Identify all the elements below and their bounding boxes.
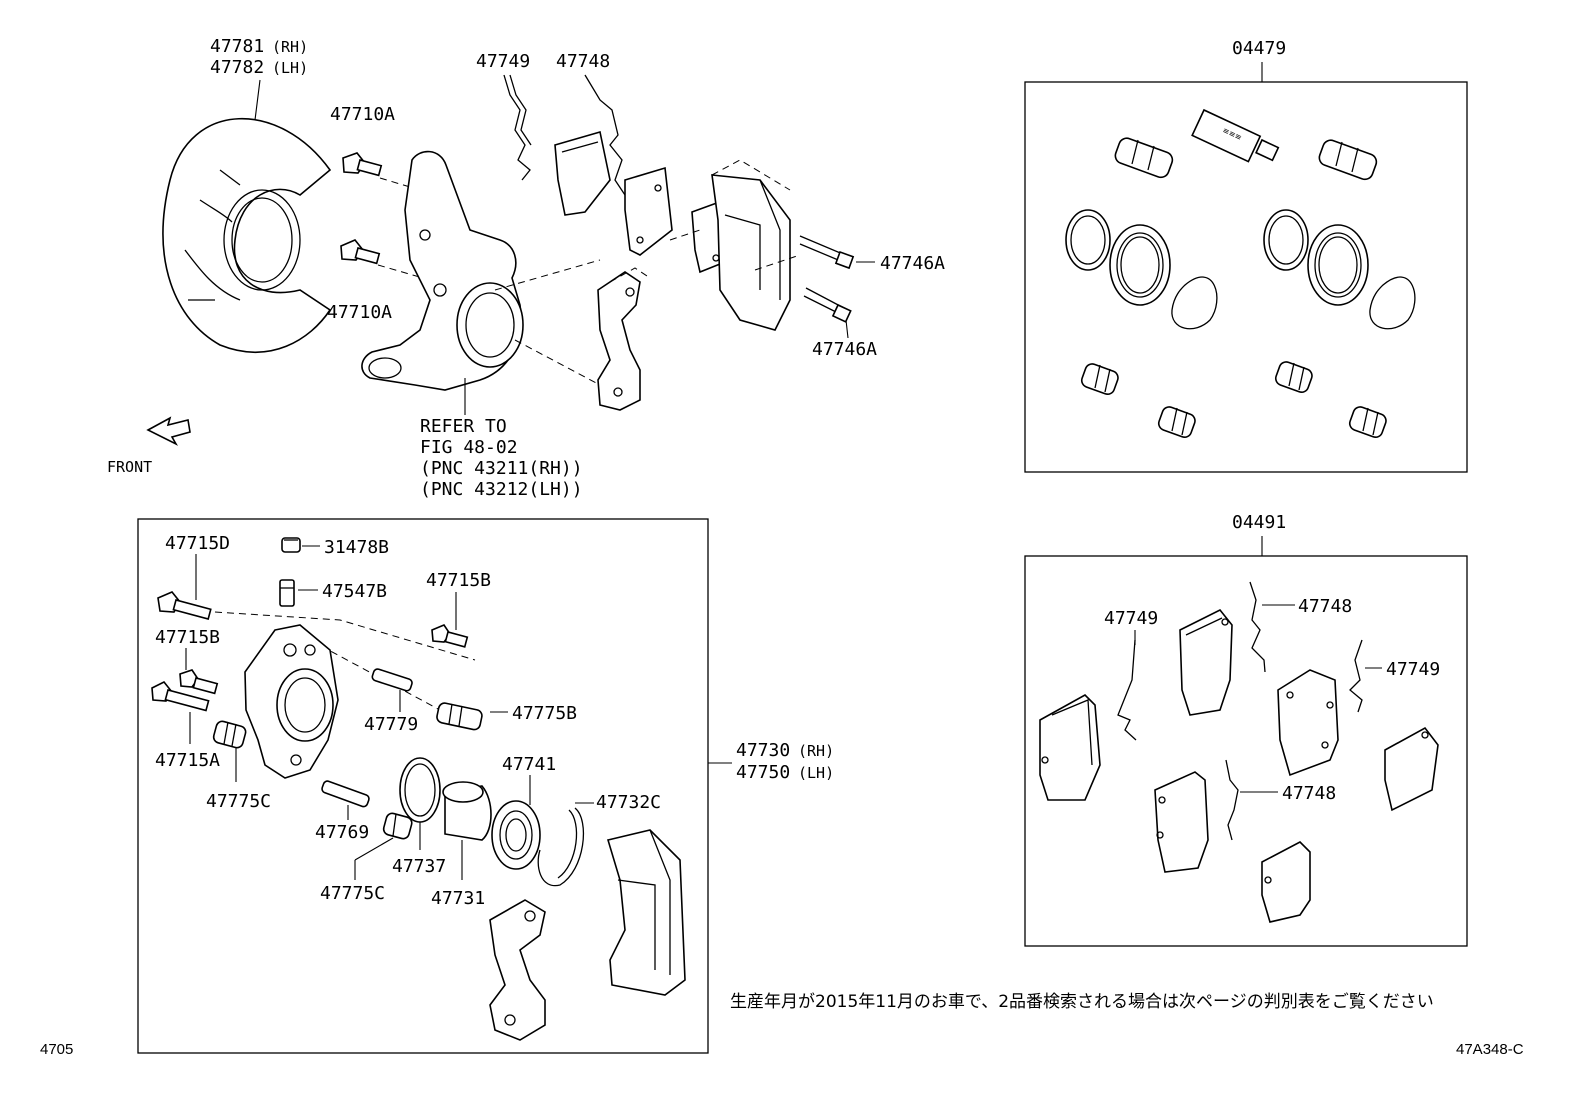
- caliper-bolt-47715B-a: [431, 624, 469, 648]
- bleeder-plug: [279, 579, 295, 607]
- kit-pad-c: [1277, 669, 1339, 777]
- guide-pin-47779: [371, 668, 413, 692]
- pin-bolt-upper-part-number: 47746A: [880, 253, 945, 274]
- caliper-bolt-47715B-b: [179, 669, 219, 695]
- pin-boot-kit-c: [1274, 361, 1313, 394]
- kit-clip-b: [1225, 759, 1239, 841]
- caliper-housing-lower: [606, 829, 686, 996]
- pad-kit-part-number: 04491: [1232, 512, 1286, 533]
- grease-tube: ≡≡≡: [1191, 108, 1280, 163]
- brake-pad-upper-b: [624, 166, 673, 256]
- knuckle-bolt-lower: [340, 239, 381, 265]
- knuckle-ref-line-2: FIG 48-02: [420, 437, 518, 458]
- seal-ring-set-a: [1065, 209, 1218, 330]
- knuckle-ref-line-3: (PNC 43211(RH)): [420, 458, 583, 479]
- seal-kit-box: [1024, 81, 1468, 473]
- caliper-47715D-part-number: 47715D: [165, 533, 230, 554]
- guide-pin-kit-b: [1318, 139, 1378, 181]
- knuckle-bolt-upper: [342, 152, 383, 177]
- disc-brake-dust-shield: [162, 117, 332, 353]
- caliper-assembly-box: [137, 518, 709, 1054]
- pin-boot-kit-b: [1157, 406, 1196, 439]
- pin-boot-kit-d: [1348, 406, 1387, 439]
- figure-code: 47A348-C: [1456, 1041, 1524, 1058]
- seal-kit-contents: ≡≡≡: [1065, 108, 1416, 439]
- anti-squeal-spring-upper: [503, 74, 532, 181]
- caliper-mount-bolt-47715D: [157, 591, 212, 620]
- knuckle-ref-line-1: REFER TO: [420, 416, 507, 437]
- pad-kit-clip-b-part-number: 47748: [1282, 783, 1336, 804]
- caliper-assy-rh-suffix: (RH): [798, 742, 834, 760]
- caliper-47547B-part-number: 47547B: [322, 581, 387, 602]
- caliper-assy-rh-part-number: 47730: [736, 740, 790, 761]
- shield-rh-part-number: 47781: [210, 36, 264, 57]
- pad-kit-box: [1024, 555, 1468, 947]
- seal-kit-part-number: 04479: [1232, 38, 1286, 59]
- piston-seal-ring-47732C: [537, 807, 585, 887]
- caliper-47775B-part-number: 47775B: [512, 703, 577, 724]
- kit-pad-f: [1261, 841, 1311, 923]
- pad-kit-contents: 47749 47748 47749 47748: [1039, 581, 1440, 923]
- caliper-47731-part-number: 47731: [431, 888, 485, 909]
- boot-47775C-a: [212, 720, 247, 749]
- caliper-cylinder-body: [244, 624, 339, 779]
- pad-clip-upper: [584, 74, 626, 196]
- shield-lh-part-number: 47782: [210, 57, 264, 78]
- pad-kit-clip-a-part-number: 47748: [1298, 596, 1352, 617]
- pin-bolt-lower-part-number: 47746A: [812, 339, 877, 360]
- pin-boot-kit-a: [1080, 363, 1119, 396]
- caliper-47775C-b-part-number: 47775C: [320, 883, 385, 904]
- brake-pad-upper-a: [554, 130, 611, 216]
- steering-knuckle: [361, 150, 524, 391]
- piston-seal-boot-47741: [491, 800, 541, 870]
- guide-pin-47769: [321, 780, 370, 808]
- guide-pin-kit-a: [1114, 137, 1174, 179]
- kit-spring-b: [1349, 639, 1363, 713]
- model-year-note: 生産年月が2015年11月のお車で、2品番検索される場合は次ページの判別表をご覧…: [730, 992, 1434, 1012]
- knuckle-ref-line-4: (PNC 43212(LH)): [420, 479, 583, 500]
- caliper-47741-part-number: 47741: [502, 754, 556, 775]
- seal-ring-set-b: [1263, 209, 1416, 330]
- kit-clip-a: [1249, 581, 1266, 673]
- caliper-body-upper: [711, 159, 791, 331]
- kit-spring-a: [1117, 639, 1137, 741]
- bleeder-cap: [281, 537, 301, 553]
- spring-upper-part-number: 47749: [476, 51, 530, 72]
- piston-seal-47737: [399, 757, 441, 823]
- pad-kit-spring-b-part-number: 47749: [1386, 659, 1440, 680]
- caliper-47715A-part-number: 47715A: [155, 750, 220, 771]
- caliper-assy-lh-suffix: (LH): [798, 764, 834, 782]
- caliper-47715B-b-part-number: 47715B: [155, 627, 220, 648]
- kit-pad-d: [1384, 726, 1439, 812]
- caliper-31478B-part-number: 31478B: [324, 537, 389, 558]
- page-code: 4705: [40, 1041, 73, 1058]
- kit-pad-b: [1179, 608, 1233, 716]
- caliper-assy-lh-part-number: 47750: [736, 762, 790, 783]
- kit-pad-a: [1039, 694, 1101, 801]
- boot-47775C-b: [382, 812, 413, 840]
- caliper-mounting-bracket-lower: [489, 899, 546, 1041]
- caliper-47769-part-number: 47769: [315, 822, 369, 843]
- bolt-upper-part-number: 47710A: [330, 104, 395, 125]
- shield-lh-suffix: (LH): [272, 59, 308, 77]
- front-direction-arrow-icon: [146, 416, 191, 446]
- guide-pin-bolt-lower: [803, 287, 852, 323]
- front-label: FRONT: [107, 458, 152, 476]
- pad-kit-spring-a-part-number: 47749: [1104, 608, 1158, 629]
- caliper-47732C-part-number: 47732C: [596, 792, 661, 813]
- kit-pad-e: [1154, 771, 1209, 873]
- shield-rh-suffix: (RH): [272, 38, 308, 56]
- caliper-47779-part-number: 47779: [364, 714, 418, 735]
- caliper-47775C-a-part-number: 47775C: [206, 791, 271, 812]
- bolt-lower-part-number: 47710A: [327, 302, 392, 323]
- caliper-mounting-bracket-upper: [597, 267, 651, 411]
- caliper-piston-47731: [442, 781, 492, 841]
- caliper-47737-part-number: 47737: [392, 856, 446, 877]
- caliper-47715B-a-part-number: 47715B: [426, 570, 491, 591]
- guide-pin-bolt-upper: [799, 235, 855, 270]
- caliper-bolt-47715A: [151, 680, 210, 712]
- boot-47775B: [436, 702, 483, 731]
- clip-upper-part-number: 47748: [556, 51, 610, 72]
